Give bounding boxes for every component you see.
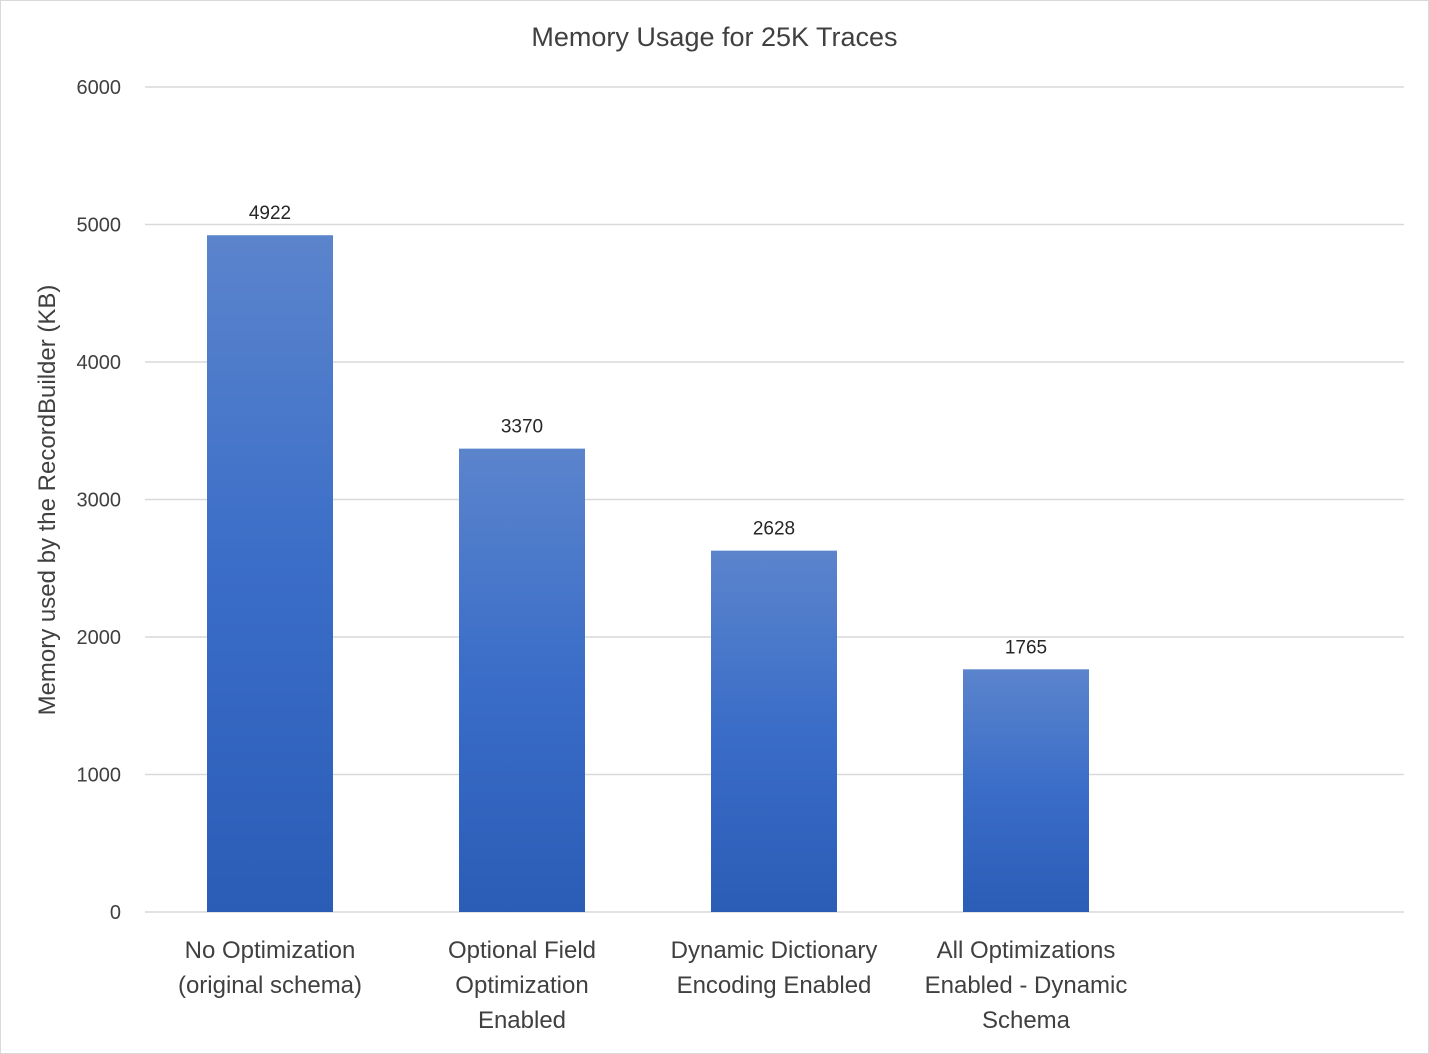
x-category-label-line: Enabled [477, 1007, 567, 1034]
bar [459, 448, 585, 912]
x-category-label-line: (original schema) [177, 972, 363, 999]
data-label: 2628 [753, 519, 795, 540]
bar [963, 669, 1089, 912]
y-tick-label: 2000 [77, 627, 122, 649]
x-category-label-line: No Optimization [184, 937, 356, 964]
x-category-label-line: Optimization [455, 972, 589, 999]
y-tick-label: 1000 [77, 765, 122, 787]
bar [711, 550, 837, 912]
y-tick-label: 6000 [77, 77, 122, 99]
x-category-label-line: Schema [981, 1007, 1071, 1034]
y-tick-label: 4000 [77, 352, 122, 374]
x-category-label-line: Dynamic Dictionary [670, 937, 878, 964]
data-label: 3370 [501, 417, 543, 438]
y-tick-label: 5000 [77, 215, 122, 237]
x-category-label-line: Enabled - Dynamic [924, 972, 1128, 999]
y-tick-label: 3000 [77, 490, 122, 512]
data-label: 1765 [1005, 637, 1047, 658]
data-label: 4922 [249, 203, 291, 224]
bar [207, 235, 333, 913]
chart-title: Memory Usage for 25K Traces [531, 22, 898, 52]
y-tick-label: 0 [110, 902, 121, 924]
x-category-label-line: All Optimizations [936, 937, 1116, 964]
x-category-label-line: Encoding Enabled [676, 972, 872, 999]
x-category-label-line: Optional Field [447, 937, 597, 964]
x-category-label: No Optimization (original schema) [150, 933, 390, 1003]
